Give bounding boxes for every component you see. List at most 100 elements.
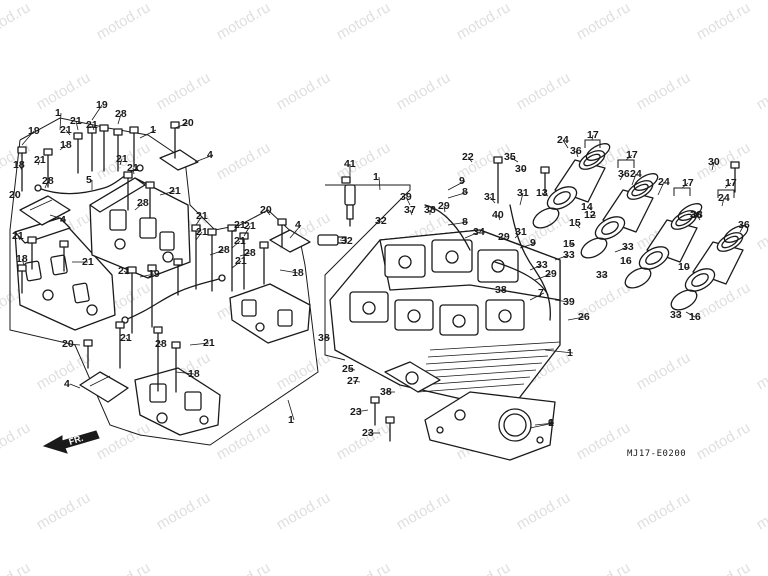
part-callout: 18 xyxy=(13,159,25,171)
part-callout: 21 xyxy=(235,255,247,267)
cylinder-head xyxy=(324,184,561,411)
callout-leader xyxy=(239,252,251,257)
part-callout: 36 xyxy=(690,209,702,221)
watermark-text: motod.ru xyxy=(394,489,454,533)
watermark-text: motod.ru xyxy=(454,559,514,576)
bolt-layer xyxy=(17,121,740,442)
callout-leader xyxy=(683,266,691,269)
group-bracket-2 xyxy=(324,184,411,361)
callout-leader xyxy=(519,242,537,249)
part-callout: 9 xyxy=(530,237,536,249)
part-callout: 24 xyxy=(557,134,569,146)
callout-leader xyxy=(231,224,241,233)
part-callout: 28 xyxy=(244,247,256,259)
breather-plate-top xyxy=(19,195,71,226)
part-callout: 36 xyxy=(738,219,750,231)
callout-leader xyxy=(614,246,629,253)
part-callout: 17 xyxy=(682,177,694,189)
part-callout: 22 xyxy=(462,151,474,163)
watermark-text: motod.ru xyxy=(514,489,574,533)
watermark-text: motod.ru xyxy=(94,419,154,463)
watermark-text: motod.ru xyxy=(754,489,768,533)
callout-leader xyxy=(529,292,545,301)
watermark-text: motod.ru xyxy=(334,559,394,576)
part-callout: 38 xyxy=(380,386,392,398)
callout-leader xyxy=(37,159,41,166)
callout-leader xyxy=(194,154,214,163)
callout-leader xyxy=(405,196,411,206)
oil-hose-lower xyxy=(494,261,549,296)
group-bracket-17 xyxy=(673,187,691,196)
cooling-fin xyxy=(425,355,549,365)
watermark-text: motod.ru xyxy=(34,69,94,113)
part-callout: 32 xyxy=(341,235,353,247)
part-callout: 31 xyxy=(484,191,496,203)
callout-leader xyxy=(619,173,625,181)
callout-leader xyxy=(139,129,157,139)
part-callout: 6 xyxy=(548,417,554,429)
cooling-fins xyxy=(417,341,561,393)
intake-insulator xyxy=(624,203,703,289)
bolt-head xyxy=(153,326,163,334)
insulator-layer xyxy=(532,139,749,311)
watermark-text: motod.ru xyxy=(694,139,754,183)
bolt-head xyxy=(493,156,503,164)
watermark-text: motod.ru xyxy=(334,419,394,463)
part-callout: 38 xyxy=(424,204,436,216)
callout-leader xyxy=(464,231,480,239)
watermark-text: motod.ru xyxy=(154,69,214,113)
watermark-text: motod.ru xyxy=(574,0,634,43)
breather-plate-lower xyxy=(79,371,129,403)
part-callout: 33 xyxy=(536,259,548,271)
bolt-head xyxy=(99,124,109,132)
watermark-text: motod.ru xyxy=(214,0,274,43)
part-callout: 26 xyxy=(578,311,590,323)
group-bracket-17 xyxy=(584,139,601,148)
callout-leader xyxy=(21,258,25,266)
camshaft-holder-center xyxy=(89,177,191,279)
watermark-text: motod.ru xyxy=(634,349,694,393)
callout-leader xyxy=(529,264,543,271)
temperature-sensor xyxy=(344,184,356,227)
part-callout: 21 xyxy=(82,256,94,268)
callout-leader xyxy=(443,205,446,213)
part-callout: 29 xyxy=(498,231,510,243)
callout-leader xyxy=(139,273,155,278)
callout-leader xyxy=(534,273,552,281)
callout-leader xyxy=(567,316,585,321)
callout-leader xyxy=(541,192,549,197)
callout-leader xyxy=(265,209,271,216)
callout-leader xyxy=(159,343,162,346)
part-callout: 38 xyxy=(691,209,703,221)
watermark-text: motod.ru xyxy=(0,559,33,576)
callout-leader xyxy=(59,144,67,151)
part-callout: 20 xyxy=(62,338,74,350)
part-callout: 18 xyxy=(292,267,304,279)
part-callout: 5 xyxy=(86,174,92,186)
callout-leader xyxy=(681,182,689,189)
callout-leader xyxy=(574,222,581,229)
part-callout: 25 xyxy=(342,363,354,375)
bolt-head xyxy=(17,146,27,154)
bolt-head xyxy=(113,128,123,136)
part-callout: 21 xyxy=(203,337,215,349)
watermark-text: motod.ru xyxy=(754,209,768,253)
cooling-fin xyxy=(423,362,543,372)
callout-leader xyxy=(195,231,203,241)
part-callout: 40 xyxy=(492,209,504,221)
bolt-head xyxy=(171,341,181,349)
group-bracket-17 xyxy=(717,189,735,198)
part-callout: 30 xyxy=(708,156,720,168)
part-callout: 7 xyxy=(538,287,544,299)
callout-leader xyxy=(231,240,241,249)
part-callout: 38 xyxy=(495,284,507,296)
watermark-text: motod.ru xyxy=(214,139,274,183)
bolt-head xyxy=(129,126,139,134)
part-callout: 4 xyxy=(60,214,66,226)
callout-leader xyxy=(91,124,95,131)
watermark-text: motod.ru xyxy=(394,69,454,113)
small-gasket xyxy=(384,361,441,393)
callout-leader xyxy=(44,180,49,189)
callout-leader xyxy=(21,130,35,146)
